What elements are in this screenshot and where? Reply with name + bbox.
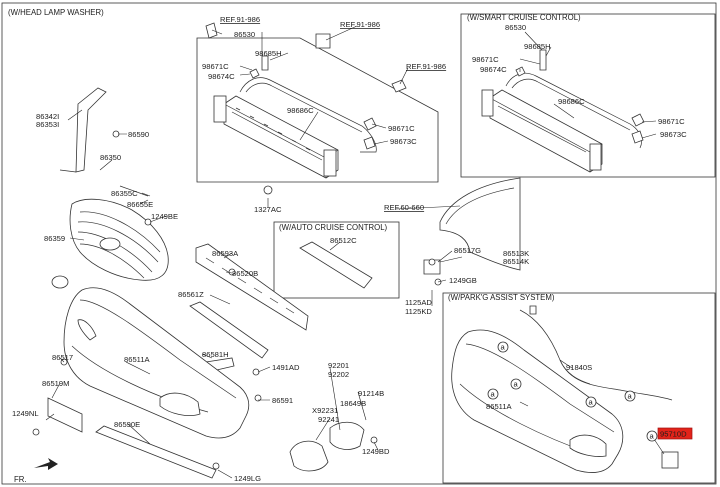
auto-cruise-bracket [299,241,373,289]
label-98673c-b: 98673C [660,130,687,139]
section-title-park-assist: (W/PARK'G ASSIST SYSTEM) [448,293,555,302]
label-86359: 86359 [44,234,65,243]
callout-a-2: a [514,380,519,389]
label-86342i: 86342I [36,112,59,121]
label-1327ac: 1327AC [254,205,282,214]
label-86512c: 86512C [330,236,357,245]
callout-a-6: a [650,432,655,441]
parking-sensor-ultrasonic [661,451,679,469]
label-1125kd: 1125KD [405,307,432,316]
label-1249nl: 1249NL [12,409,39,418]
label-86511a-b: 86511A [486,402,513,411]
callout-a-4: a [589,398,594,407]
radiator-grille [59,169,169,281]
highlight-box-95710d [657,427,693,440]
label-98685h-a: 98685H [255,49,282,58]
lower-skid-strip [95,425,217,479]
label-98673c-a: 98673C [390,137,417,146]
label-86590: 86590 [128,130,149,139]
energy-absorber [195,243,309,331]
callout-a-markers [487,341,658,442]
box-park-assist [442,292,716,484]
sensor-bracket-wire-smart-cruise [505,49,645,149]
ref-label-2: REF.91-986 [340,20,380,29]
label-98674c-a: 98674C [208,72,235,81]
label-86350: 86350 [100,153,121,162]
section-title-smart-cruise: (W/SMART CRUISE CONTROL) [467,13,581,22]
label-98685h-b: 98685H [524,42,551,51]
parking-sensor-harness [519,305,673,401]
box-upper-center [196,37,439,183]
box-auto-cruise [273,221,400,299]
label-86591: 86591 [272,396,293,405]
emblem [51,275,69,289]
label-86519m: 86519M [42,379,69,388]
label-1491ad: 1491AD [272,363,300,372]
label-86355c: 86355C [111,189,138,198]
label-86513k: 86513K [503,249,529,258]
label-92241: 92241 [318,415,339,424]
front-fender [423,177,521,275]
bumper-lip-strip [189,301,269,359]
section-title-auto-cruise: (W/AUTO CRUISE CONTROL) [279,223,388,232]
label-1249lg: 1249LG [234,474,261,483]
label-86520b: 86520B [232,269,258,278]
front-direction-label: FR. [14,475,27,484]
bumper-beam-upper [213,95,339,179]
label-86530-a: 86530 [234,30,255,39]
washer-nozzle-parts [205,22,407,195]
label-86593a: 86593A [212,249,239,258]
label-98671c-d: 98671C [658,117,685,126]
label-98671c-c: 98671C [472,55,499,64]
label-98686c-a: 98686C [287,106,314,115]
label-x92231: X92231 [312,406,338,415]
label-98674c-b: 98674C [480,65,507,74]
label-95710d: 95710D [660,430,687,439]
label-86581h: 86581H [202,350,229,359]
label-1249gb: 1249GB [449,276,477,285]
bumper-beam-smart-cruise [481,89,603,173]
ref-label-3: REF.91-986 [406,62,446,71]
label-18649b: 18649B [340,399,366,408]
label-86530-b: 86530 [505,23,526,32]
label-92201: 92201 [328,361,349,370]
callout-a-5: a [628,392,633,401]
label-91840s: 91840S [566,363,592,372]
callout-a-3: a [491,390,496,399]
label-98671c-b: 98671C [388,124,415,133]
label-1249be: 1249BE [151,212,178,221]
label-86514k: 86514K [503,257,529,266]
fog-lamp-assembly [289,421,365,472]
label-86655e: 86655E [127,200,153,209]
label-98686c-b: 98686C [558,97,585,106]
sensor-bracket-wire-upper [239,55,377,153]
label-91214b: 91214B [358,389,384,398]
section-title-headlamp-washer: (W/HEAD LAMP WASHER) [8,8,104,17]
ref-label-1: REF.91-986 [220,15,260,24]
label-86590e: 86590E [114,420,140,429]
label-92202: 92202 [328,370,349,379]
box-smart-cruise [460,13,716,178]
front-direction-arrow-icon [34,458,58,470]
label-86353i: 86353I [36,120,59,129]
label-98671c-a: 98671C [202,62,229,71]
label-1125ad: 1125AD [405,298,432,307]
callout-a-1: a [501,343,506,352]
license-plate-bracket [47,397,83,433]
label-86561z: 86561Z [178,290,204,299]
ref-label-4: REF.60-660 [384,203,424,212]
front-bumper-cover [63,287,250,439]
park-assist-bumper-cover [451,329,624,473]
label-1249bd: 1249BD [362,447,390,456]
label-86517: 86517 [52,353,73,362]
label-86511a-a: 86511A [124,355,151,364]
label-86517g: 86517G [454,246,481,255]
